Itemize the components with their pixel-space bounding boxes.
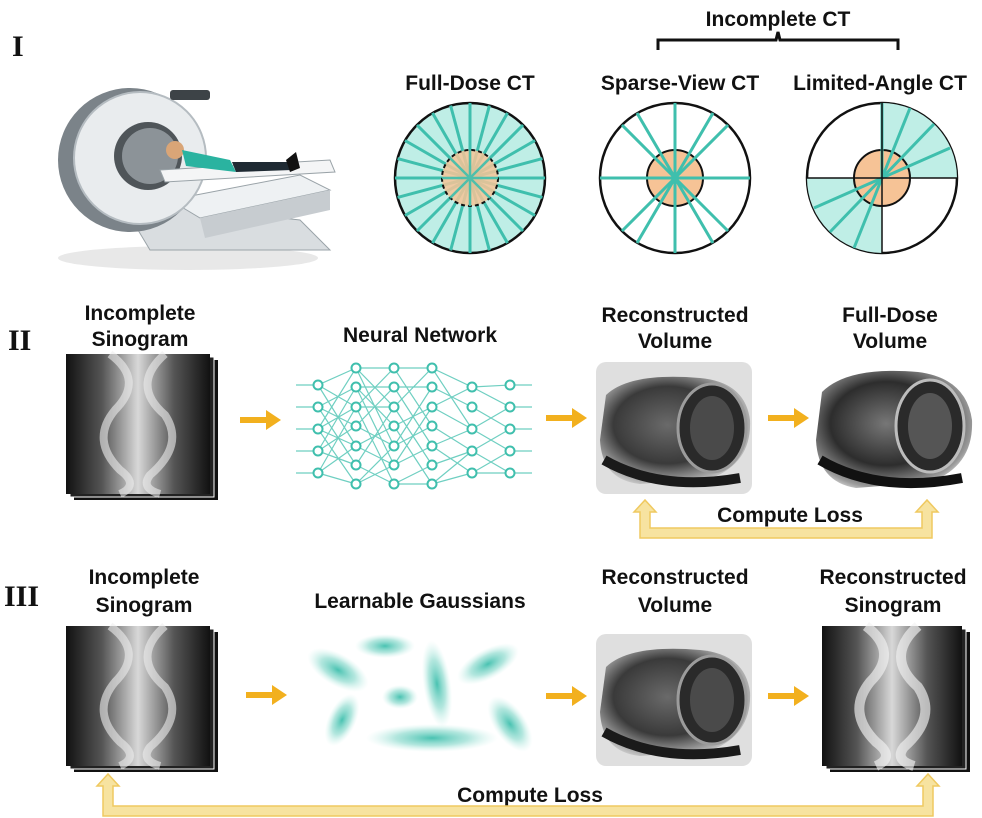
row3-output-label-2: Volume xyxy=(637,594,713,617)
row3-input-label-2: Sinogram xyxy=(95,594,193,617)
row-numeral-1: I xyxy=(12,30,24,63)
limited-angle-ct-diagram xyxy=(805,101,959,255)
row2-target-label-2: Volume xyxy=(852,330,928,353)
row3-reconstructed-volume xyxy=(596,634,752,766)
row2-arrow-3 xyxy=(768,408,809,428)
row3-arrow-3 xyxy=(768,686,809,706)
neural-network-label: Neural Network xyxy=(342,324,498,347)
row3-compute-loss-arrow xyxy=(95,772,941,817)
row2-sinogram-stack xyxy=(66,350,218,500)
row3-sino-label-2: Sinogram xyxy=(844,594,942,617)
row2-arrow-2 xyxy=(546,408,587,428)
row3-input-label-1: Incomplete xyxy=(88,566,200,589)
limited-angle-ct-label: Limited-Angle CT xyxy=(793,72,967,95)
row3-sinogram-stack xyxy=(66,622,218,772)
sparse-view-ct-diagram xyxy=(598,101,752,255)
full-dose-volume xyxy=(816,370,973,489)
row-numeral-3: III xyxy=(4,580,40,613)
row2-output-label-2: Volume xyxy=(637,330,713,353)
row2-output-label-1: Reconstructed xyxy=(601,304,749,327)
row3-sino-label-1: Reconstructed xyxy=(819,566,967,589)
learnable-gaussians-label: Learnable Gaussians xyxy=(314,590,526,613)
neural-network-diagram xyxy=(296,362,532,490)
row2-input-label-1: Incomplete xyxy=(84,302,196,325)
full-dose-ct-label: Full-Dose CT xyxy=(405,72,535,95)
row2-loss-label: Compute Loss xyxy=(717,504,863,527)
row3-loss-label: Compute Loss xyxy=(457,784,603,807)
row3-arrow-2 xyxy=(546,686,587,706)
ct-scanner-illustration xyxy=(58,88,336,270)
sparse-view-ct-label: Sparse-View CT xyxy=(600,72,760,95)
row2-reconstructed-volume xyxy=(596,362,752,494)
learnable-gaussians-diagram xyxy=(307,634,533,752)
row2-compute-loss-arrow xyxy=(632,498,940,539)
row3-reconstructed-sinogram-stack xyxy=(822,622,970,772)
row2-arrow-1 xyxy=(240,410,281,430)
row3-output-label-1: Reconstructed xyxy=(601,566,749,589)
row2-target-label-1: Full-Dose xyxy=(842,304,938,327)
row-numeral-2: II xyxy=(8,324,32,357)
incomplete-ct-brace xyxy=(656,31,900,50)
row3-arrow-1 xyxy=(246,685,287,705)
row2-input-label-2: Sinogram xyxy=(91,328,189,351)
incomplete-ct-label: Incomplete CT xyxy=(705,8,851,31)
full-dose-ct-diagram xyxy=(393,101,547,255)
